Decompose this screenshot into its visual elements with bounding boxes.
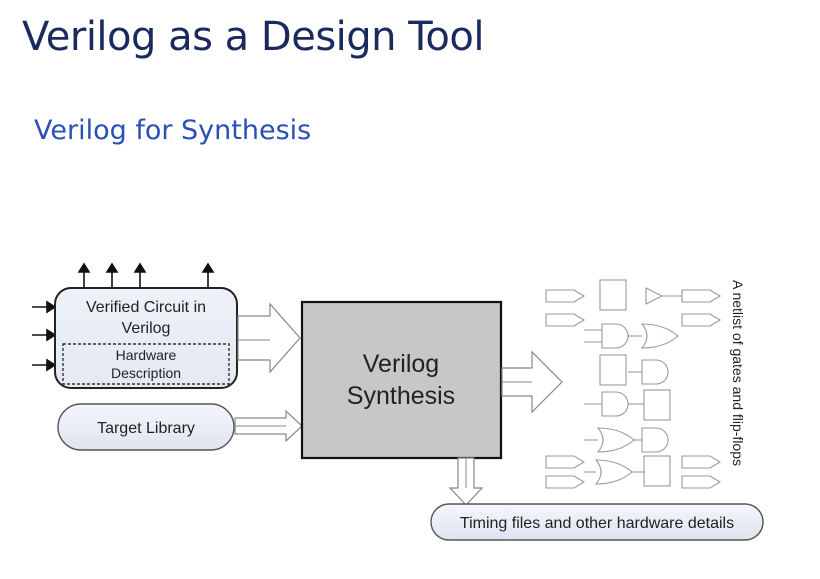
verified-circuit-label: Verified Circuit in <box>86 299 206 316</box>
timing-files-pill <box>430 503 764 541</box>
target-library-pill <box>57 403 235 451</box>
netlist-port <box>681 289 722 303</box>
netlist-and-gate <box>601 323 629 349</box>
hardware-description-label: Hardware <box>116 347 177 363</box>
netlist-and-gate <box>641 427 669 453</box>
hardware-description-label-2: Description <box>111 365 181 381</box>
slide-subtitle: Verilog for Synthesis <box>34 115 312 146</box>
circuit-to-synthesis-arrow <box>237 302 301 374</box>
netlist-or-gate <box>594 459 633 485</box>
output-port-arrows <box>77 262 215 288</box>
hardware-description-box <box>62 343 230 385</box>
verilog-synthesis-box <box>300 300 503 460</box>
netlist-or-gate <box>596 427 635 453</box>
netlist-port <box>681 455 722 469</box>
target-library-label: Target Library <box>97 420 195 437</box>
netlist-buffer <box>645 287 664 305</box>
netlist-port <box>681 475 722 489</box>
netlist-flip-flop <box>599 354 627 386</box>
netlist-flip-flop <box>643 389 671 421</box>
netlist-flip-flop <box>643 455 671 487</box>
netlist-and-gate <box>601 391 629 417</box>
synthesis-label: Verilog <box>363 350 439 378</box>
netlist-and-gate <box>641 359 669 385</box>
gate-netlist <box>545 279 722 489</box>
netlist-flip-flop <box>599 279 627 311</box>
netlist-port <box>545 455 586 469</box>
verified-circuit-box <box>54 287 238 389</box>
netlist-port <box>545 313 586 327</box>
synthesis-label-2: Synthesis <box>347 382 455 410</box>
netlist-port <box>545 289 586 303</box>
timing-files-label: Timing files and other hardware details <box>460 515 734 532</box>
netlist-port <box>545 475 586 489</box>
netlist-or-gate <box>640 323 679 349</box>
netlist-label: A netlist of gates and flip-flops <box>730 280 746 466</box>
slide-title: Verilog as a Design Tool <box>22 14 484 60</box>
verified-circuit-label-2: Verilog <box>122 320 171 337</box>
netlist-port <box>681 313 722 327</box>
input-port-arrows <box>32 300 57 372</box>
